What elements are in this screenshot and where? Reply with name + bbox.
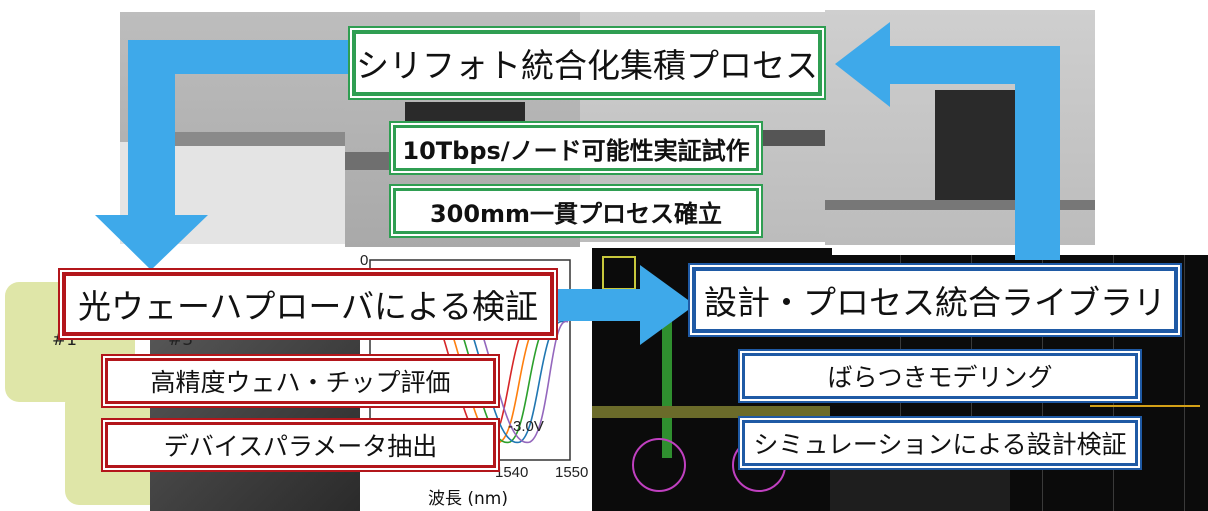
blue-item-1: ばらつきモデリング <box>742 353 1138 399</box>
integration-process-title: シリフォト統合化集積プロセス <box>356 46 818 85</box>
wafer-prober-box: 光ウェーハプローバによる検証 <box>62 272 554 336</box>
arrow-top-to-left <box>95 40 353 270</box>
blue-item-2: シミュレーションによる設計検証 <box>742 420 1138 466</box>
x-axis-label: 波長 (nm) <box>428 489 509 509</box>
green-item-2: 300mm一貫プロセス確立 <box>393 188 759 234</box>
red-item-1: 高精度ウェハ・チップ評価 <box>105 358 496 404</box>
design-library-title: 設計・プロセス統合ライブラリ <box>704 283 1166 322</box>
wafer-prober-title: 光ウェーハプローバによる検証 <box>77 287 539 326</box>
design-library-box: 設計・プロセス統合ライブラリ <box>692 267 1178 333</box>
x-tick-1550: 1550 <box>555 464 589 481</box>
green-item-1: 10Tbps/ノード可能性実証試作 <box>393 125 759 171</box>
annotation-3v: -3.0V <box>508 418 544 435</box>
x-tick-1540: 1540 <box>495 464 529 481</box>
red-item-2: デバイスパラメータ抽出 <box>105 422 496 468</box>
arrow-right-to-top <box>835 22 1060 260</box>
arrow-left-to-right <box>555 265 695 345</box>
integration-process-box: シリフォト統合化集積プロセス <box>352 30 822 96</box>
y-tick-0: 0 <box>360 252 369 269</box>
